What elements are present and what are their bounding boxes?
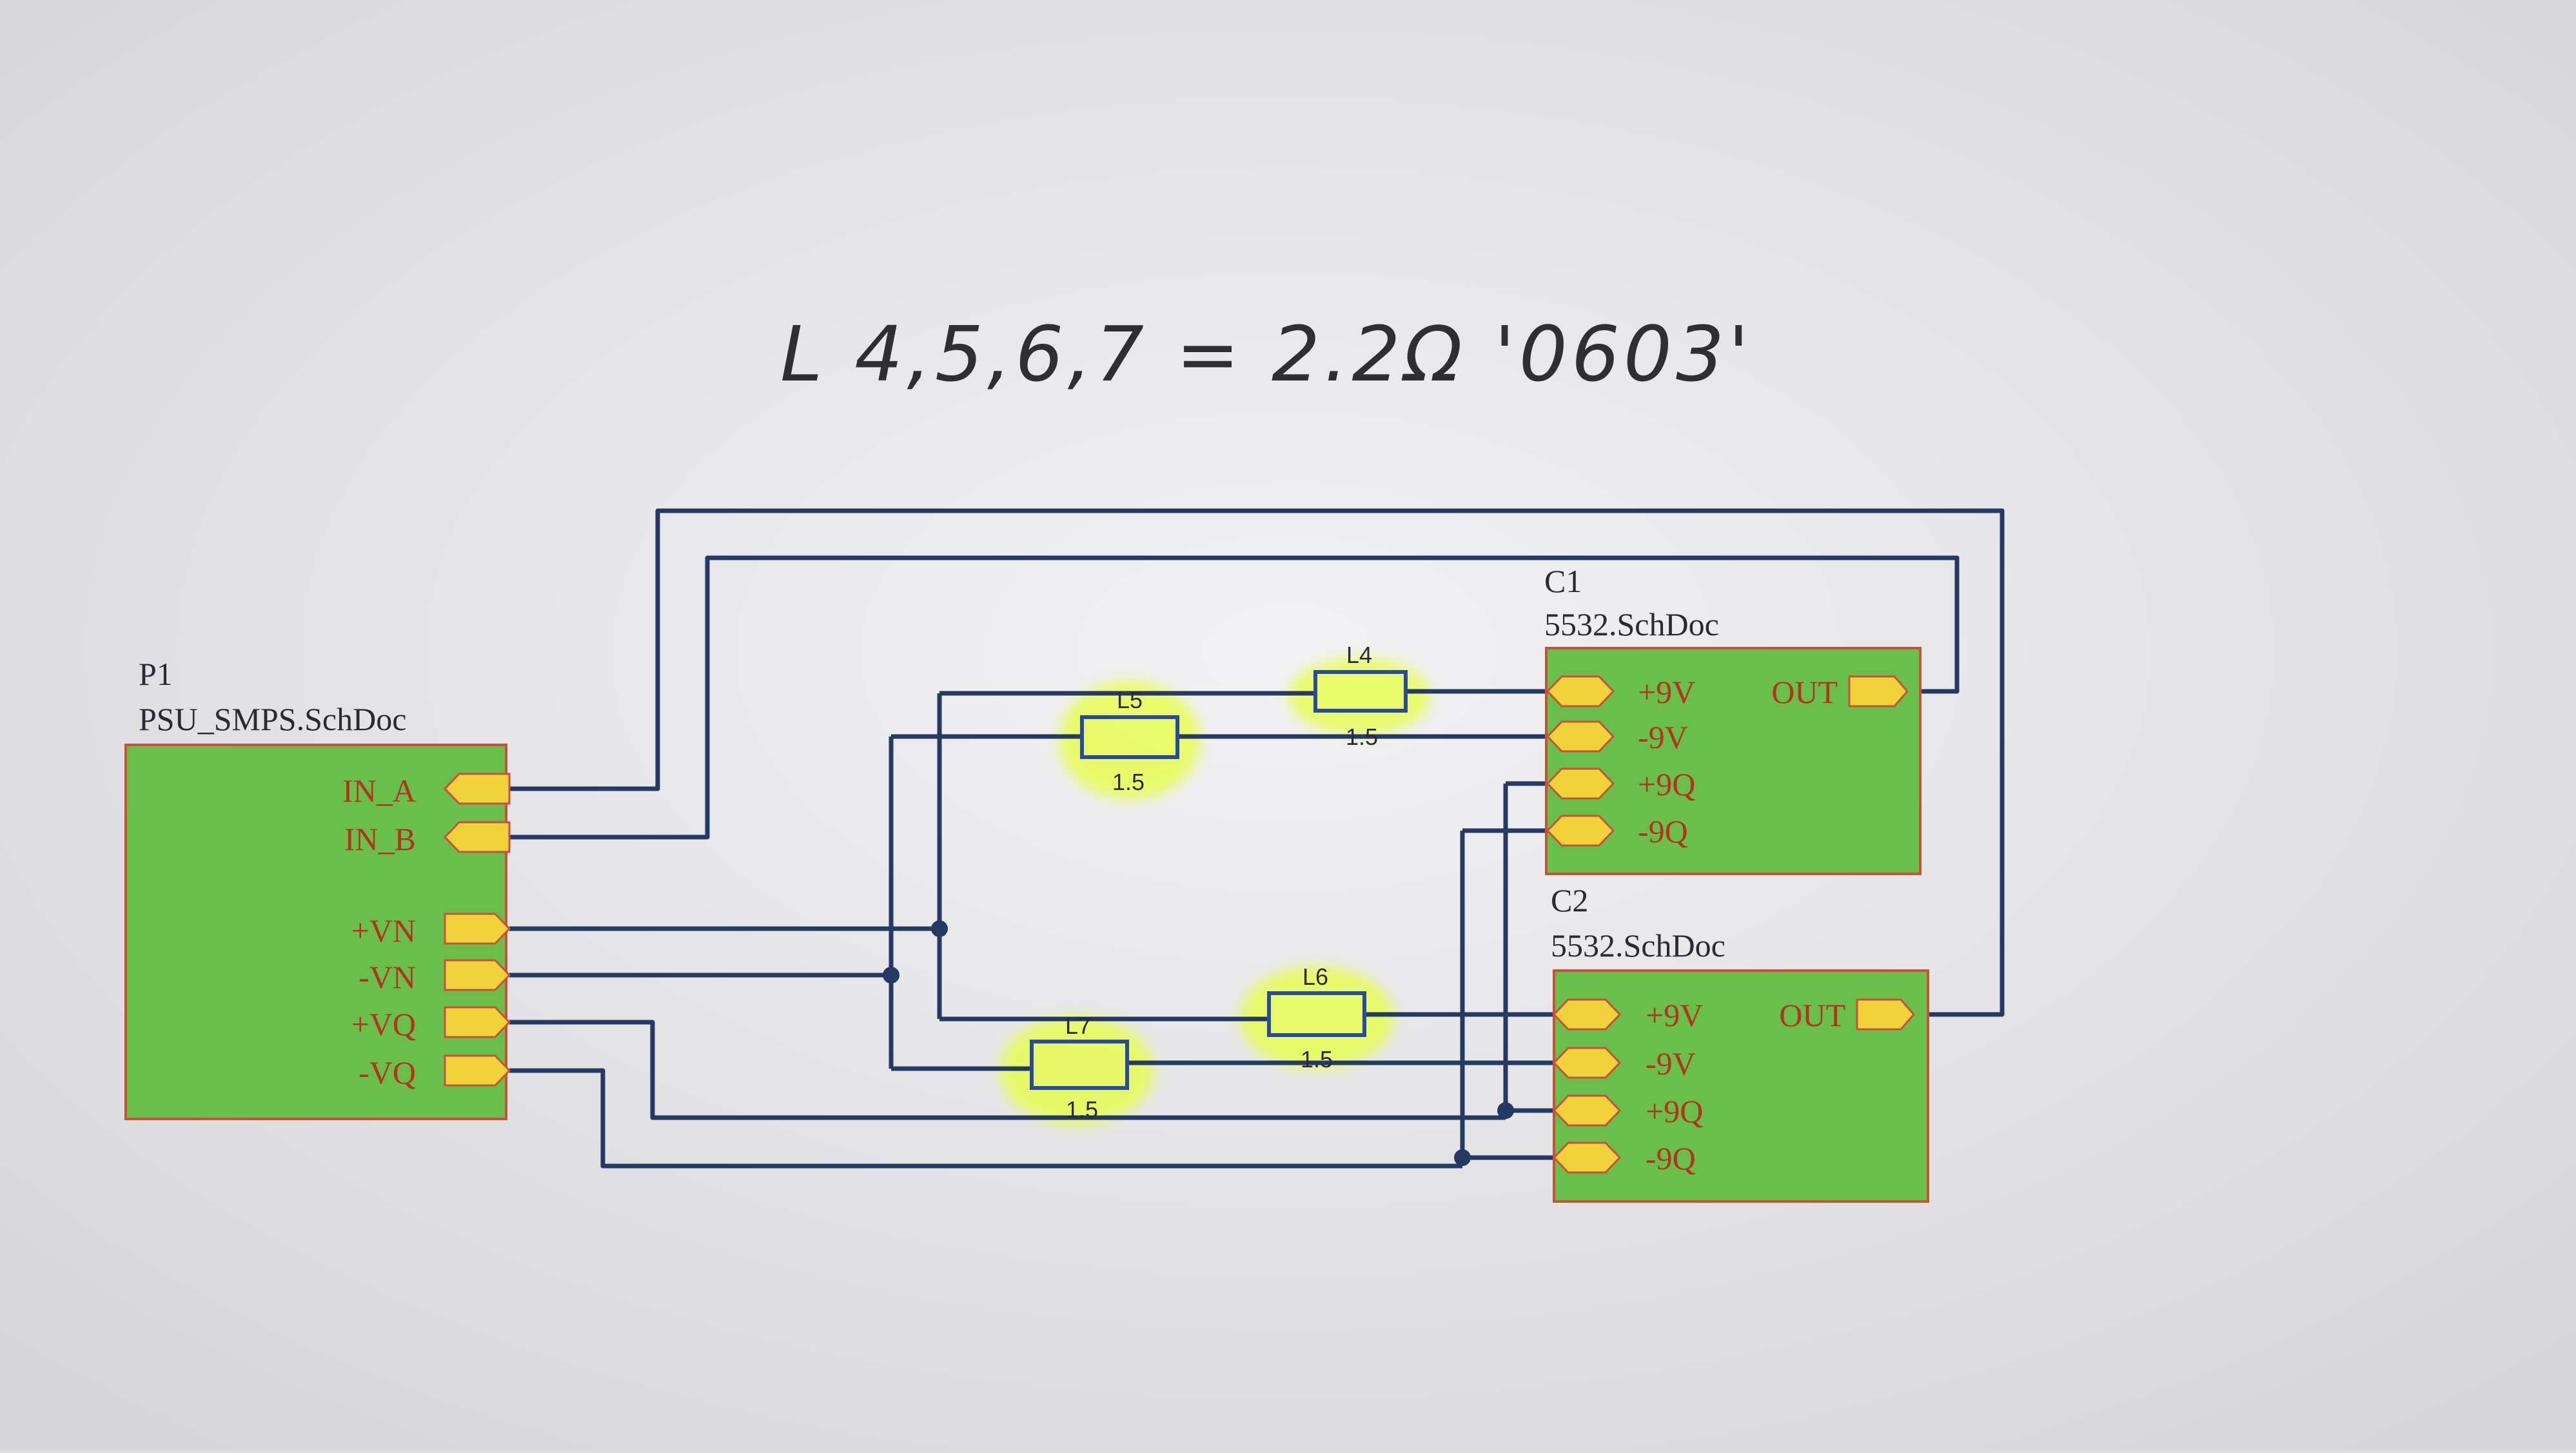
c1-port-label-out: OUT [1771, 674, 1838, 710]
inductor-l4-body [1313, 670, 1408, 713]
c2-port-plus-9v[interactable] [1552, 998, 1622, 1031]
sheet-p1-file: PSU_SMPS.SchDoc [139, 701, 406, 737]
sheet-p1-designator: P1 [139, 656, 173, 692]
inductor-l6-body [1267, 991, 1366, 1037]
wire-in-b [509, 555, 1960, 840]
inductor-l4-value: 1.5 [1346, 724, 1378, 750]
wires [509, 508, 2005, 1169]
p1-port-plus-vn[interactable] [444, 913, 511, 945]
junction-minus-vn [883, 967, 900, 983]
inductor-l7-designator: L7 [1065, 1013, 1091, 1039]
c2-port-label-minus-9v: -9V [1646, 1045, 1696, 1082]
highlight-l5 [1059, 681, 1201, 800]
c2-port-out[interactable] [1856, 998, 1915, 1031]
inductor-l4-designator: L4 [1346, 642, 1372, 668]
sheet-p1: P1 PSU_SMPS.SchDoc IN_A IN_B +VN -VN +VQ… [124, 656, 511, 1120]
inductor-l5-designator: L5 [1117, 687, 1143, 713]
c2-port-minus-9v[interactable] [1552, 1047, 1622, 1079]
c1-port-minus-9v[interactable] [1546, 720, 1615, 753]
sheet-c2-designator: C2 [1551, 882, 1588, 918]
c1-port-label-minus-9q: -9Q [1638, 813, 1688, 849]
junction-plus-vq [1497, 1102, 1514, 1119]
inductor-l5[interactable]: L5 1.5 [1080, 687, 1179, 795]
c2-port-label-minus-9q: -9Q [1646, 1140, 1696, 1176]
c2-port-minus-9q[interactable] [1552, 1142, 1622, 1174]
inductor-l7-body [1030, 1040, 1129, 1090]
sheet-p1-body [124, 744, 507, 1120]
p1-port-plus-vq[interactable] [444, 1006, 511, 1038]
handwritten-annotation: L 4,5,6,7 = 2.2Ω '0603' [780, 310, 1753, 399]
c1-port-plus-9v[interactable] [1546, 675, 1615, 707]
sheet-c2: C2 5532.SchDoc +9V -9V +9Q -9Q OUT [1551, 882, 1929, 1203]
c2-port-label-plus-9v: +9V [1646, 997, 1703, 1033]
c1-port-label-minus-9v: -9V [1638, 719, 1688, 755]
inductor-l5-value: 1.5 [1112, 769, 1145, 795]
inductor-l4[interactable]: L4 1.5 [1313, 642, 1408, 750]
wire-plus-vq [509, 1020, 1506, 1120]
inductor-l7[interactable]: L7 1.5 [1030, 1013, 1129, 1123]
c1-port-label-plus-9v: +9V [1638, 674, 1695, 710]
c1-port-out[interactable] [1848, 675, 1909, 707]
c1-port-label-plus-9q: +9Q [1638, 766, 1695, 802]
c1-port-plus-9q[interactable] [1546, 767, 1615, 800]
sheet-c1-file: 5532.SchDoc [1544, 606, 1719, 642]
sheet-c1: C1 5532.SchDoc +9V -9V +9Q -9Q OUT [1544, 563, 1922, 875]
p1-port-label-in-b: IN_B [344, 821, 416, 857]
junctions [883, 920, 1514, 1166]
inductor-l6[interactable]: L6 1.5 [1267, 964, 1366, 1072]
c2-port-label-plus-9q: +9Q [1646, 1093, 1703, 1129]
p1-port-in-b[interactable] [443, 821, 511, 853]
p1-port-label-minus-vn: -VN [359, 959, 416, 995]
inductor-l7-value: 1.5 [1066, 1096, 1098, 1123]
p1-port-label-plus-vq: +VQ [351, 1006, 416, 1042]
wire-minus-vq [509, 1068, 1462, 1169]
p1-port-label-in-a: IN_A [342, 773, 416, 809]
c2-port-plus-9q[interactable] [1552, 1094, 1622, 1127]
sheet-c2-file: 5532.SchDoc [1551, 927, 1726, 964]
junction-plus-vn [931, 920, 948, 937]
junction-minus-vq [1454, 1149, 1471, 1166]
sheet-c1-designator: C1 [1544, 563, 1582, 599]
p1-port-label-plus-vn: +VN [351, 913, 416, 949]
p1-port-in-a[interactable] [443, 773, 511, 805]
wire-in-a [509, 508, 2005, 1017]
inductor-l6-designator: L6 [1303, 964, 1328, 990]
inductor-l6-value: 1.5 [1301, 1046, 1333, 1072]
c2-port-label-out: OUT [1779, 997, 1845, 1033]
p1-port-label-minus-vq: -VQ [359, 1054, 416, 1091]
highlight-l4 [1288, 658, 1430, 735]
c1-port-minus-9q[interactable] [1546, 815, 1615, 847]
p1-port-minus-vq[interactable] [444, 1054, 511, 1087]
inductor-l5-body [1080, 715, 1179, 759]
p1-port-minus-vn[interactable] [444, 959, 511, 991]
